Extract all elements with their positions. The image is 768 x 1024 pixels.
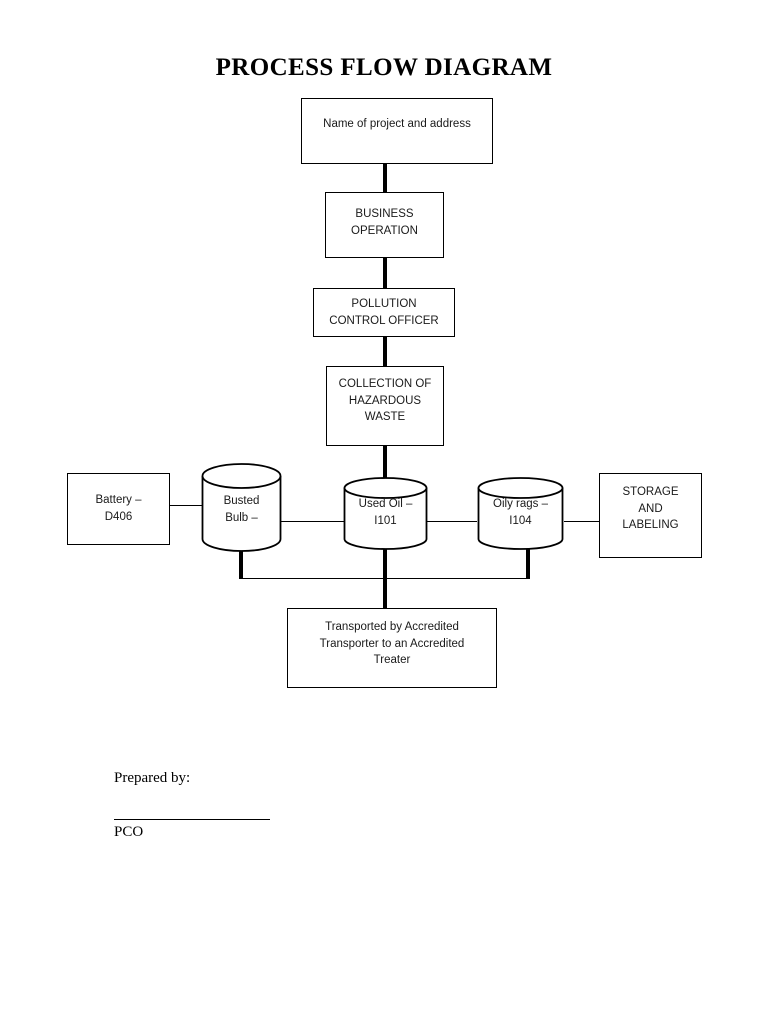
node-oily-rags: Oily rags – I104 [477, 477, 564, 550]
node-battery: Battery – D406 [67, 473, 170, 545]
connector-bulb-drop [239, 551, 243, 579]
prepared-by-label: Prepared by: [114, 770, 191, 786]
cylinder-shape-icon [343, 477, 428, 550]
node-storage-labeling: STORAGE AND LABELING [599, 473, 702, 558]
connector-bulb-to-usedoil [281, 521, 344, 523]
signature-line [114, 818, 270, 820]
node-used-oil: Used Oil – I101 [343, 477, 428, 550]
connector-oilyrags-drop [526, 549, 530, 579]
node-project-name: Name of project and address [301, 98, 493, 164]
node-collection-hazardous-waste: COLLECTION OF HAZARDOUS WASTE [326, 366, 444, 446]
connector-oilyrags-to-storage [564, 521, 599, 523]
cylinder-shape-icon [201, 463, 282, 552]
connector-project-to-business [383, 164, 387, 192]
connector-collection-to-usedoil [383, 446, 387, 482]
signatory-role-label: PCO [114, 824, 144, 840]
connector-usedoil-to-oilyrags [427, 521, 477, 523]
node-oily-rags-label: Oily rags – I104 [493, 498, 548, 528]
connector-usedoil-to-transport [383, 549, 387, 609]
cylinder-shape-icon [477, 477, 564, 550]
connector-battery-to-bulb [170, 505, 203, 507]
node-storage-labeling-label: STORAGE AND LABELING [622, 486, 679, 532]
node-transported-accredited-label: Transported by Accredited Transporter to… [319, 621, 465, 667]
node-business-operation: BUSINESS OPERATION [325, 192, 444, 258]
node-busted-bulb-label: Busted Bulb – [223, 495, 260, 525]
connector-pco-to-collection [383, 337, 387, 366]
node-transported-accredited: Transported by Accredited Transporter to… [287, 608, 497, 688]
node-pollution-control-officer-label: POLLUTION CONTROL OFFICER [329, 298, 439, 327]
node-busted-bulb: Busted Bulb – [201, 463, 282, 552]
node-battery-label: Battery – D406 [95, 494, 142, 523]
node-used-oil-label: Used Oil – I101 [358, 498, 413, 528]
node-collection-hazardous-waste-label: COLLECTION OF HAZARDOUS WASTE [338, 378, 432, 424]
connector-business-to-pco [383, 258, 387, 288]
page-title: PROCESS FLOW DIAGRAM [215, 54, 553, 81]
node-pollution-control-officer: POLLUTION CONTROL OFFICER [313, 288, 455, 337]
node-project-name-label: Name of project and address [323, 118, 471, 130]
node-business-operation-label: BUSINESS OPERATION [351, 208, 418, 237]
